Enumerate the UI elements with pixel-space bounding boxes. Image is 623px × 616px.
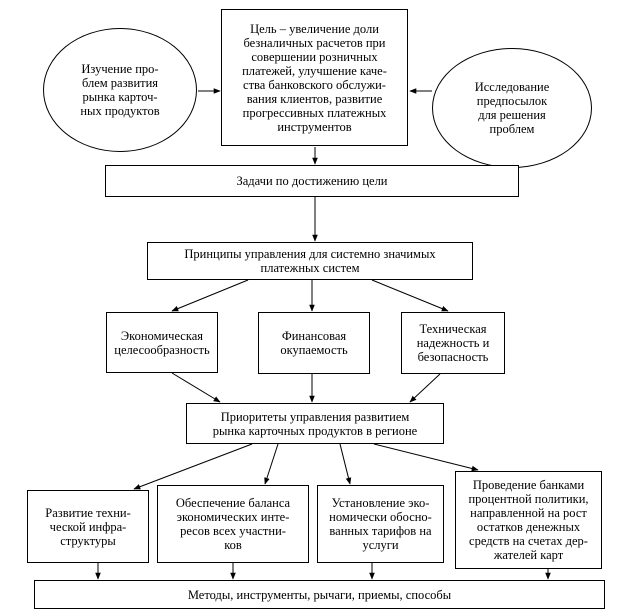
interest-policy-box: Проведение банками процентной политики, … xyxy=(455,471,602,569)
infrastructure-box: Развитие техни- ческой инфра- структуры xyxy=(27,490,149,563)
study-problems-ellipse: Изучение про- блем развития рынка карточ… xyxy=(43,28,197,152)
arrow-priorities-to-interest xyxy=(373,443,479,472)
arrow-principles-to-technical xyxy=(371,279,449,312)
economic-feasibility-box: Экономическая целесообразность xyxy=(106,312,218,373)
tasks-box: Задачи по достижению цели xyxy=(105,165,519,197)
economic-balance-box: Обеспечение баланса экономических инте- … xyxy=(157,485,309,563)
arrow-priorities-to-infrastructure xyxy=(133,443,253,490)
arrow-priorities-to-tariffs xyxy=(339,443,352,485)
tariffs-box: Установление эко- номически обосно- ванн… xyxy=(317,485,444,563)
arrow-principles-to-economic xyxy=(171,279,249,312)
priorities-box: Приоритеты управления развитием рынка ка… xyxy=(186,403,444,444)
technical-reliability-box: Техническая надежность и безопасность xyxy=(401,312,505,374)
arrow-technical-to-priorities xyxy=(409,373,441,403)
financial-payback-box: Финансовая окупаемость xyxy=(258,312,370,374)
principles-box: Принципы управления для системно значимы… xyxy=(147,242,473,280)
arrow-economic-to-priorities xyxy=(171,372,221,403)
research-prerequisites-ellipse: Исследование предпосылок для решения про… xyxy=(432,48,592,168)
goal-box: Цель – увеличение доли безналичных расче… xyxy=(221,9,408,146)
methods-box: Методы, инструменты, рычаги, приемы, спо… xyxy=(34,580,605,609)
arrow-priorities-to-balance xyxy=(264,443,279,485)
